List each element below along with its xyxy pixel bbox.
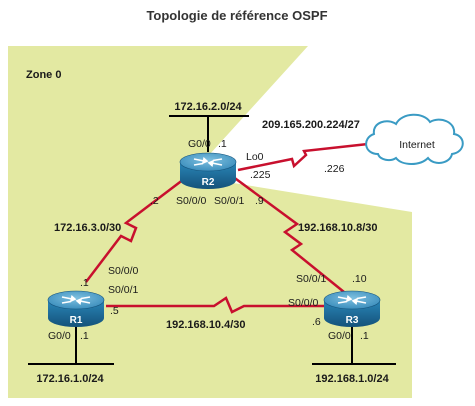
ip-label: .6 [312,316,321,328]
serial-link-r2-internet [237,142,369,172]
interface-label: S0/0/1 [214,195,245,207]
cloud-label: Internet [399,139,435,151]
r2-lan-segment [169,115,249,152]
network-label-r2-lan: 172.16.2.0/24 [174,101,242,113]
serial-link-r2-r3 [231,174,345,293]
network-label-r2-r3: 192.168.10.8/30 [298,222,378,234]
router-name: R2 [202,177,215,188]
ip-label: .1 [360,330,369,342]
network-label-r3-lan: 192.168.1.0/24 [315,373,389,385]
area-label: Zone 0 [26,69,61,81]
serial-link-r1-r3 [106,296,326,314]
router-name: R1 [70,315,83,326]
router-r3[interactable]: R3 [323,290,381,327]
ip-label: .1 [80,330,89,342]
interface-label: S0/0/1 [108,284,139,296]
interface-label: G0/0 [188,138,211,150]
router-r2[interactable]: R2 [179,152,237,189]
cloud-icon [365,113,464,165]
r3-lan-segment [312,324,396,365]
ip-label: .10 [352,273,367,285]
ip-label: .225 [250,169,271,181]
r1-lan-segment [28,324,114,365]
diagram-title: Topologie de référence OSPF [146,8,327,23]
ip-label: .226 [324,163,345,175]
network-label-r1-r2: 172.16.3.0/30 [54,222,121,234]
ip-label: .2 [150,195,159,207]
interface-label: S0/0/1 [296,273,327,285]
ip-label: .5 [110,305,119,317]
serial-link-r1-r2 [85,175,189,283]
network-label-internet: 209.165.200.224/27 [262,119,360,131]
interface-label: G0/0 [328,330,351,342]
network-label-r1-lan: 172.16.1.0/24 [36,373,104,385]
router-icon [47,290,105,327]
ip-label: .1 [80,277,89,289]
router-r1[interactable]: R1 [47,290,105,327]
ip-label: .9 [255,195,264,207]
interface-label: S0/0/0 [108,265,139,277]
router-icon [179,152,237,189]
area-0-region [8,46,412,398]
interface-label: S0/0/0 [176,195,207,207]
interface-label: Lo0 [246,151,264,163]
ip-label: .1 [218,138,227,150]
interface-label: S0/0/0 [288,297,319,309]
router-icon [323,290,381,327]
network-label-r1-r3: 192.168.10.4/30 [166,319,246,331]
router-name: R3 [346,315,359,326]
interface-label: G0/0 [48,330,71,342]
